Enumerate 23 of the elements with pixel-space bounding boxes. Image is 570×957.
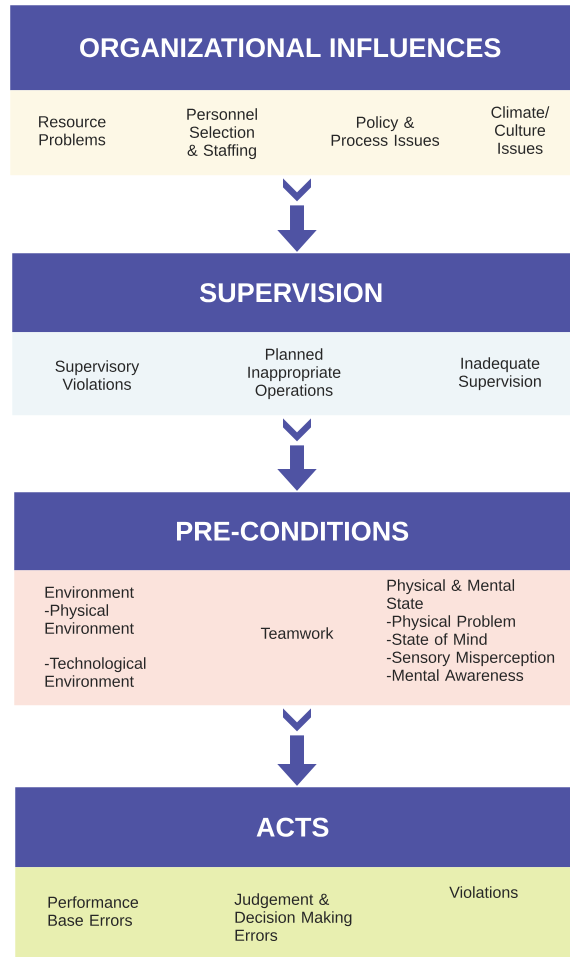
header-band: ACTS — [15, 787, 570, 868]
category-label: -Physical Problem — [386, 615, 515, 630]
category-label: Personnel Selection & Staffing — [187, 108, 257, 160]
category-label: Physical & Mental State — [386, 579, 514, 609]
category-label: -Sensory Misperception — [386, 651, 554, 666]
category-label: Supervisory Violations — [55, 360, 140, 390]
category-label: Policy & Process Issues — [332, 116, 440, 146]
category-label: Violations — [449, 886, 518, 898]
category-label: Performance Base Errors — [48, 896, 138, 926]
category-label: Teamwork — [260, 627, 334, 639]
header-band: PRE-CONDITIONS — [14, 492, 570, 570]
category-label: Inadequate Supervision — [458, 357, 541, 390]
category-label: Judgement & Decision Making Errors — [234, 893, 352, 941]
category-label: -State of Mind — [386, 633, 487, 645]
category-label: Climate/ Culture Issues — [491, 106, 550, 154]
category-label: -Mental Awareness — [386, 669, 524, 681]
category-label: -Physical Environment — [44, 604, 134, 634]
category-label: Planned Inappropriate Operations — [248, 348, 340, 400]
category-label: Environment — [46, 586, 134, 598]
header-band: ORGANIZATIONAL INFLUENCES — [10, 5, 570, 90]
category-label: Resource Problems — [39, 116, 106, 146]
header-band: SUPERVISION — [12, 253, 570, 332]
category-label: -Technological Environment — [44, 657, 146, 687]
